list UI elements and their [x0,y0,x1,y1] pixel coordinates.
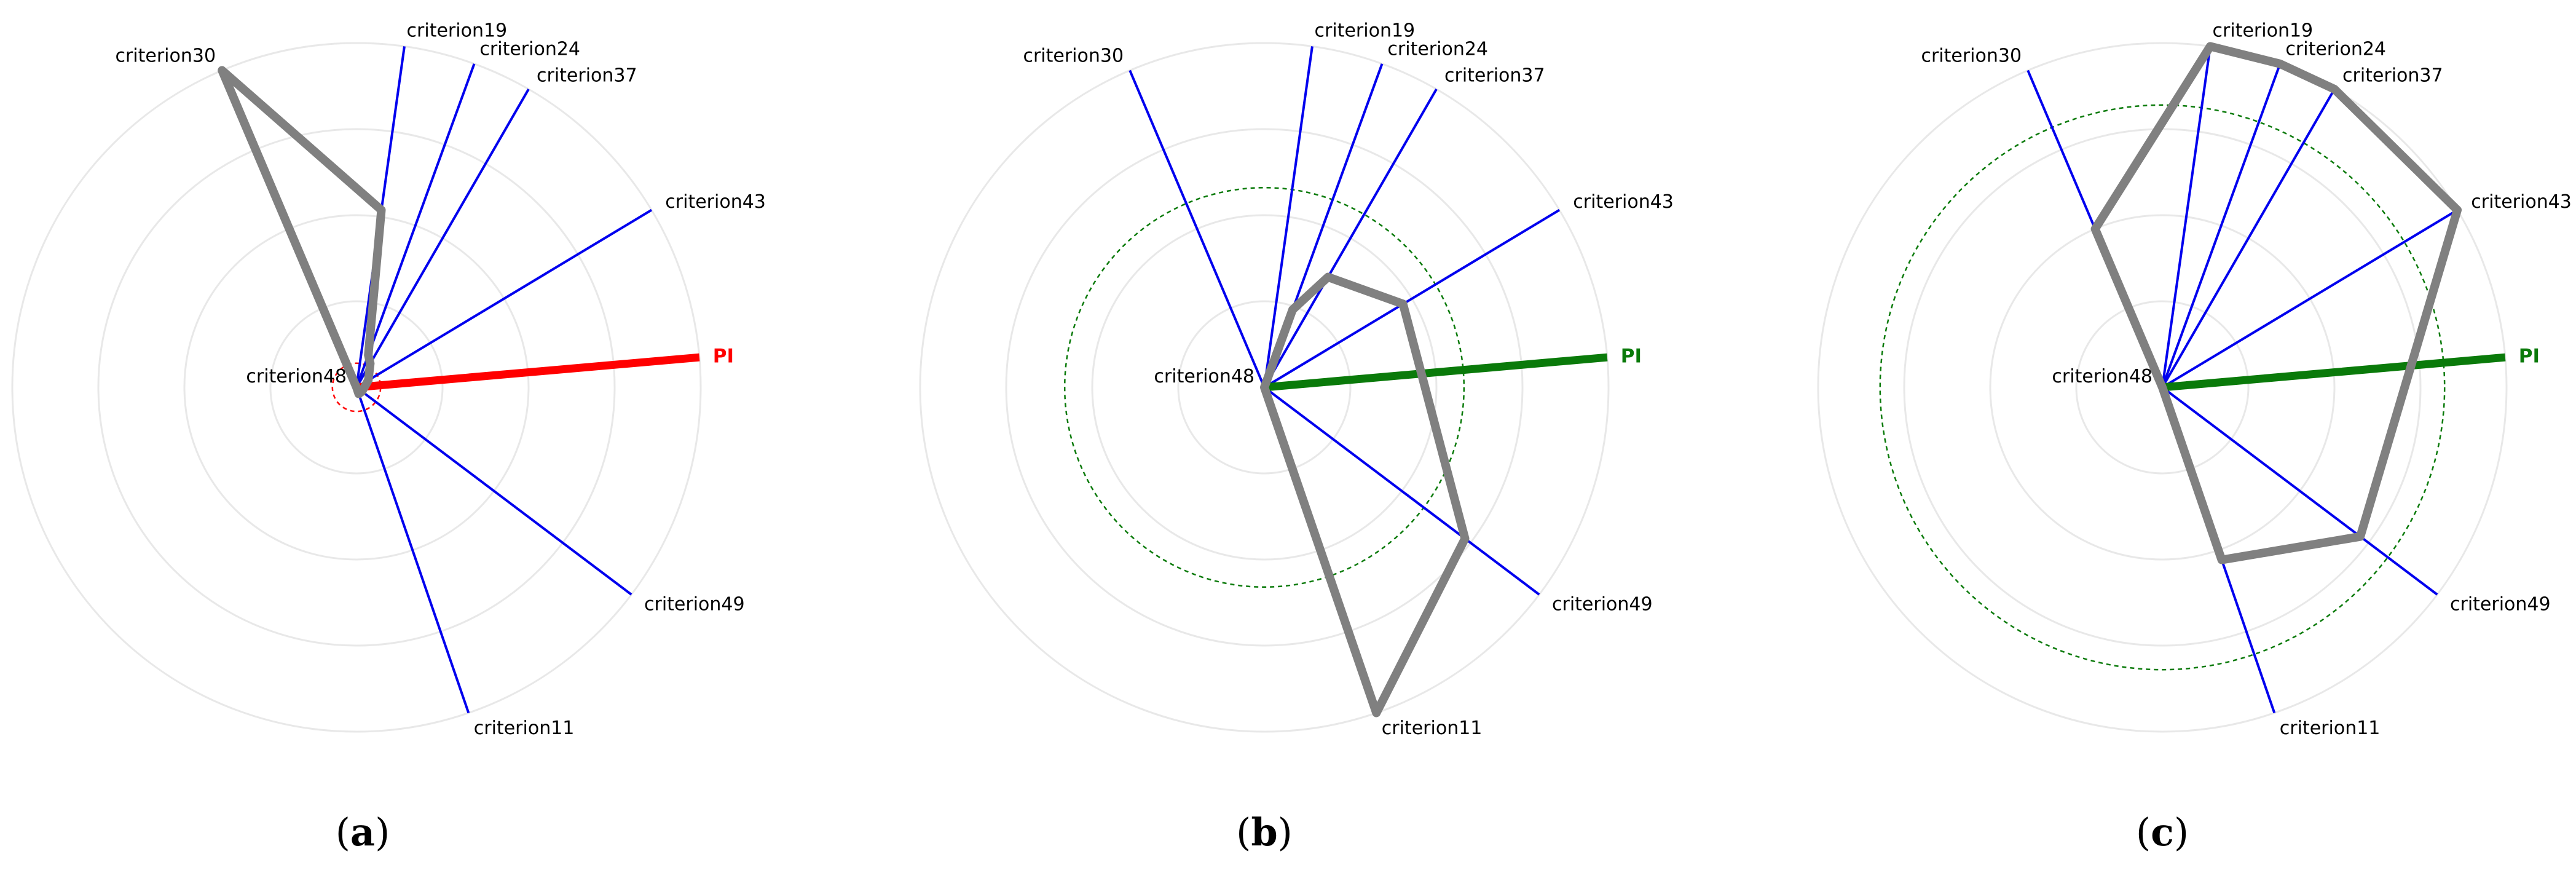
pi-axis [1264,353,1608,392]
axis-label-criterion43: criterion43 [1573,191,1674,213]
axis-line-criterion43 [1263,208,1561,389]
pi-label: PI [2519,345,2540,367]
axis-line-criterion37 [1263,89,1438,389]
axis-label-criterion43: criterion43 [665,191,766,213]
grid-ring [1177,300,1352,475]
axis-label-criterion19: criterion19 [407,20,508,42]
axis-label-criterion49: criterion49 [1552,594,1653,615]
panel-caption-a: (a) [336,810,390,855]
pi-axis [356,353,700,392]
pi-label: PI [1621,345,1642,367]
axis-line-criterion49 [1263,386,1540,596]
grid-ring [919,42,1610,733]
axis-label-criterion49: criterion49 [2450,594,2551,615]
axis-label-criterion11: criterion11 [1382,718,1483,739]
axis-label-criterion49: criterion49 [644,594,745,615]
axis-label-criterion11: criterion11 [2280,718,2381,739]
axis-line-criterion37 [355,89,530,389]
grid-ring [183,214,530,561]
axis-line-criterion37 [2161,89,2336,389]
axis-label-criterion43: criterion43 [2471,191,2572,213]
threshold-circle [1879,104,2446,671]
value-polygon [1260,272,1470,718]
value-polygon [2090,42,2462,564]
threshold-circle [1063,186,1465,588]
axis-line-criterion49 [2161,386,2438,596]
axis-line-criterion19 [1263,46,1314,388]
axis-label-criterion37: criterion37 [1444,65,1545,87]
axis-line-criterion19 [2161,46,2212,388]
grid-ring [2075,300,2250,475]
axis-line-criterion11 [355,387,470,714]
grid-ring [97,128,616,647]
axis-label-criterion24: criterion24 [2285,38,2386,60]
grid-ring [1817,42,2508,733]
axis-label-criterion11: criterion11 [474,718,575,739]
axis-label-criterion19: criterion19 [1315,20,1416,42]
pi-axis [2162,353,2506,392]
axis-label-criterion24: criterion24 [1387,38,1488,60]
axis-line-criterion24 [355,63,476,388]
axis-line-criterion24 [2161,63,2282,388]
axis-label-criterion30: criterion30 [115,45,216,67]
axis-label-criterion37: criterion37 [537,65,637,87]
grid-ring [269,300,444,475]
axis-line-criterion43 [355,208,653,389]
panel-caption-c: (c) [2136,810,2189,855]
axis-line-criterion30 [1128,69,1266,388]
value-polygon [218,66,386,398]
center-label-criterion48: criterion48 [2052,366,2153,387]
axis-label-criterion30: criterion30 [1921,45,2022,67]
axis-label-criterion37: criterion37 [2342,65,2443,87]
center-label-criterion48: criterion48 [1154,366,1255,387]
axis-label-criterion24: criterion24 [479,38,580,60]
grid-ring [11,42,702,733]
panel-caption-b: (b) [1236,810,1293,855]
grid-ring [1989,214,2336,561]
grid-ring [1091,214,1438,561]
axis-line-criterion43 [2161,208,2459,389]
axis-label-criterion19: criterion19 [2213,20,2314,42]
grid-ring [1005,128,1524,647]
pi-label: PI [713,345,734,367]
center-label-criterion48: criterion48 [246,366,347,387]
axis-label-criterion30: criterion30 [1023,45,1124,67]
axis-line-criterion49 [355,386,632,596]
